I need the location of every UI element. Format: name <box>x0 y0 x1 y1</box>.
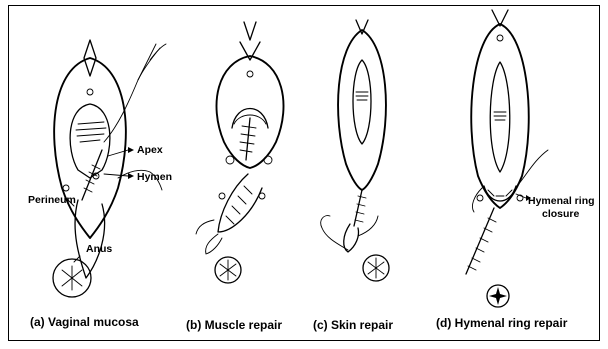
panel-c-drawing <box>321 20 389 281</box>
label-hymenal-ring-line1: Hymenal ring <box>528 195 595 207</box>
panel-a-drawing <box>53 40 166 297</box>
label-apex: Apex <box>137 144 163 156</box>
panel-b-drawing <box>196 22 284 283</box>
panel-d-drawing <box>466 10 548 307</box>
label-perineum: Perineum <box>28 194 76 206</box>
caption-panel-c: (c) Skin repair <box>313 318 393 332</box>
caption-panel-d: (d) Hymenal ring repair <box>436 316 568 330</box>
caption-panel-b: (b) Muscle repair <box>186 318 282 332</box>
label-hymenal-ring-line2: closure <box>542 208 580 220</box>
label-hymen: Hymen <box>137 171 172 183</box>
label-anus: Anus <box>86 243 112 255</box>
caption-panel-a: (a) Vaginal mucosa <box>30 315 139 329</box>
